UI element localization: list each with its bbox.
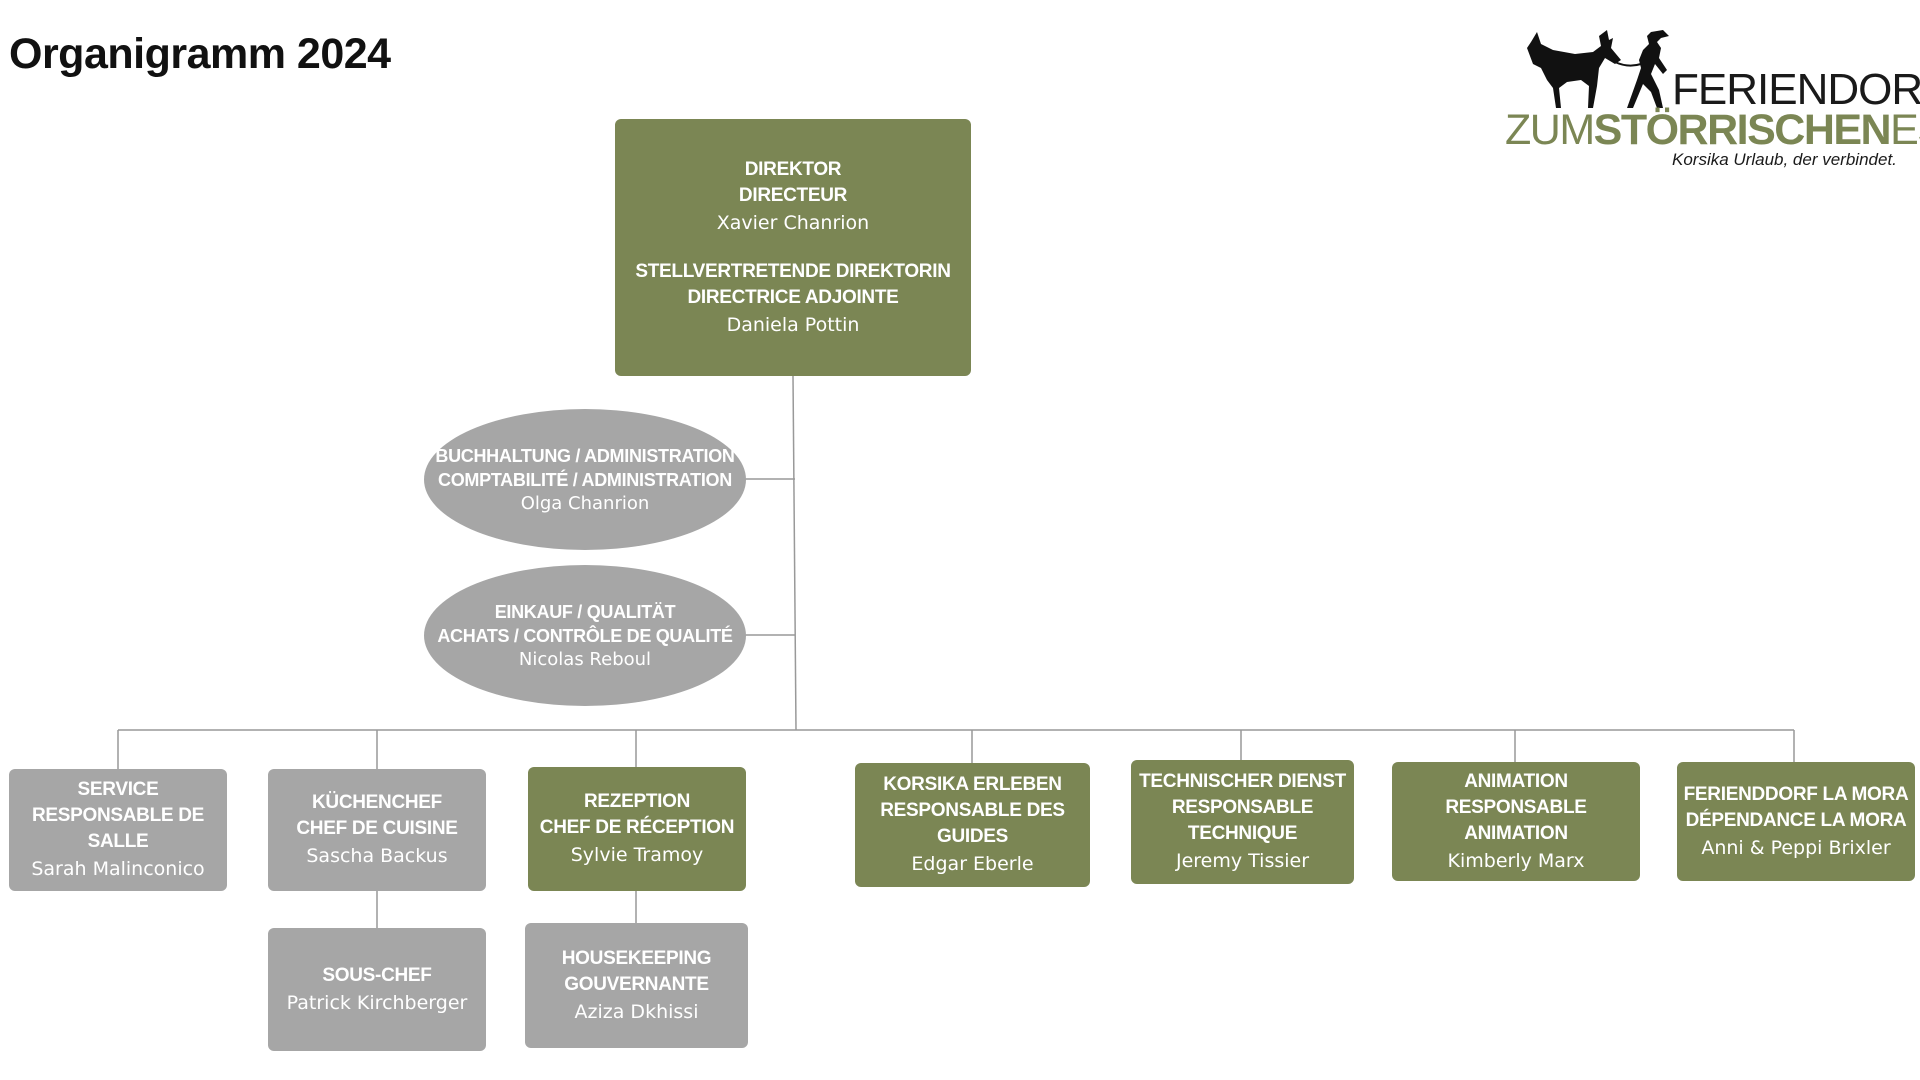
director-title-de: DIREKTOR [744, 158, 842, 180]
dept-box-reception: REZEPTION CHEF DE RÉCEPTION Sylvie Tramo… [528, 767, 746, 891]
logo-line2: ZUMSTÖRRISCHENESEL [1505, 106, 1920, 154]
dept-box-kitchen: KÜCHENCHEF CHEF DE CUISINE Sascha Backus [268, 769, 486, 891]
staff-oval-purchasing: EINKAUF / QUALITÄT ACHATS / CONTRÔLE DE … [424, 565, 746, 706]
logo-tagline: Korsika Urlaub, der verbindet. [1672, 150, 1897, 169]
deputy-name: Daniela Pottin [726, 313, 860, 336]
staff-oval-accounting: BUCHHALTUNG / ADMINISTRATION COMPTABILIT… [424, 409, 746, 550]
dept-box-guides: KORSIKA ERLEBEN RESPONSABLE DES GUIDES E… [855, 763, 1090, 887]
dept-box-animation: ANIMATION RESPONSABLE ANIMATION Kimberly… [1392, 762, 1640, 881]
logo-line1: FERIENDORF [1672, 65, 1920, 114]
dept-box-technical: TECHNISCHER DIENST RESPONSABLE TECHNIQUE… [1131, 760, 1354, 884]
director-name: Xavier Chanrion [716, 211, 870, 234]
donkey-and-man-logo-icon [1527, 30, 1669, 108]
dept-box-la-mora: FERIENDDORF LA MORA DÉPENDANCE LA MORA A… [1677, 762, 1915, 881]
logo: FERIENDORF ZUMSTÖRRISCHENESEL Korsika Ur… [1505, 28, 1920, 173]
deputy-title-fr: DIRECTRICE ADJOINTE [687, 286, 899, 308]
page-title: Organigramm 2024 [9, 30, 391, 78]
sub-box-housekeeping: HOUSEKEEPING GOUVERNANTE Aziza Dkhissi [525, 923, 748, 1048]
director-box: DIREKTOR DIRECTEUR Xavier Chanrion STELL… [615, 119, 971, 376]
deputy-title-de: STELLVERTRETENDE DIREKTORIN [635, 260, 951, 282]
sub-box-sous-chef: SOUS-CHEF Patrick Kirchberger [268, 928, 486, 1051]
dept-box-service: SERVICE RESPONSABLE DE SALLE Sarah Malin… [9, 769, 227, 891]
trunk-line [792, 375, 797, 731]
director-title-fr: DIRECTEUR [738, 184, 848, 206]
